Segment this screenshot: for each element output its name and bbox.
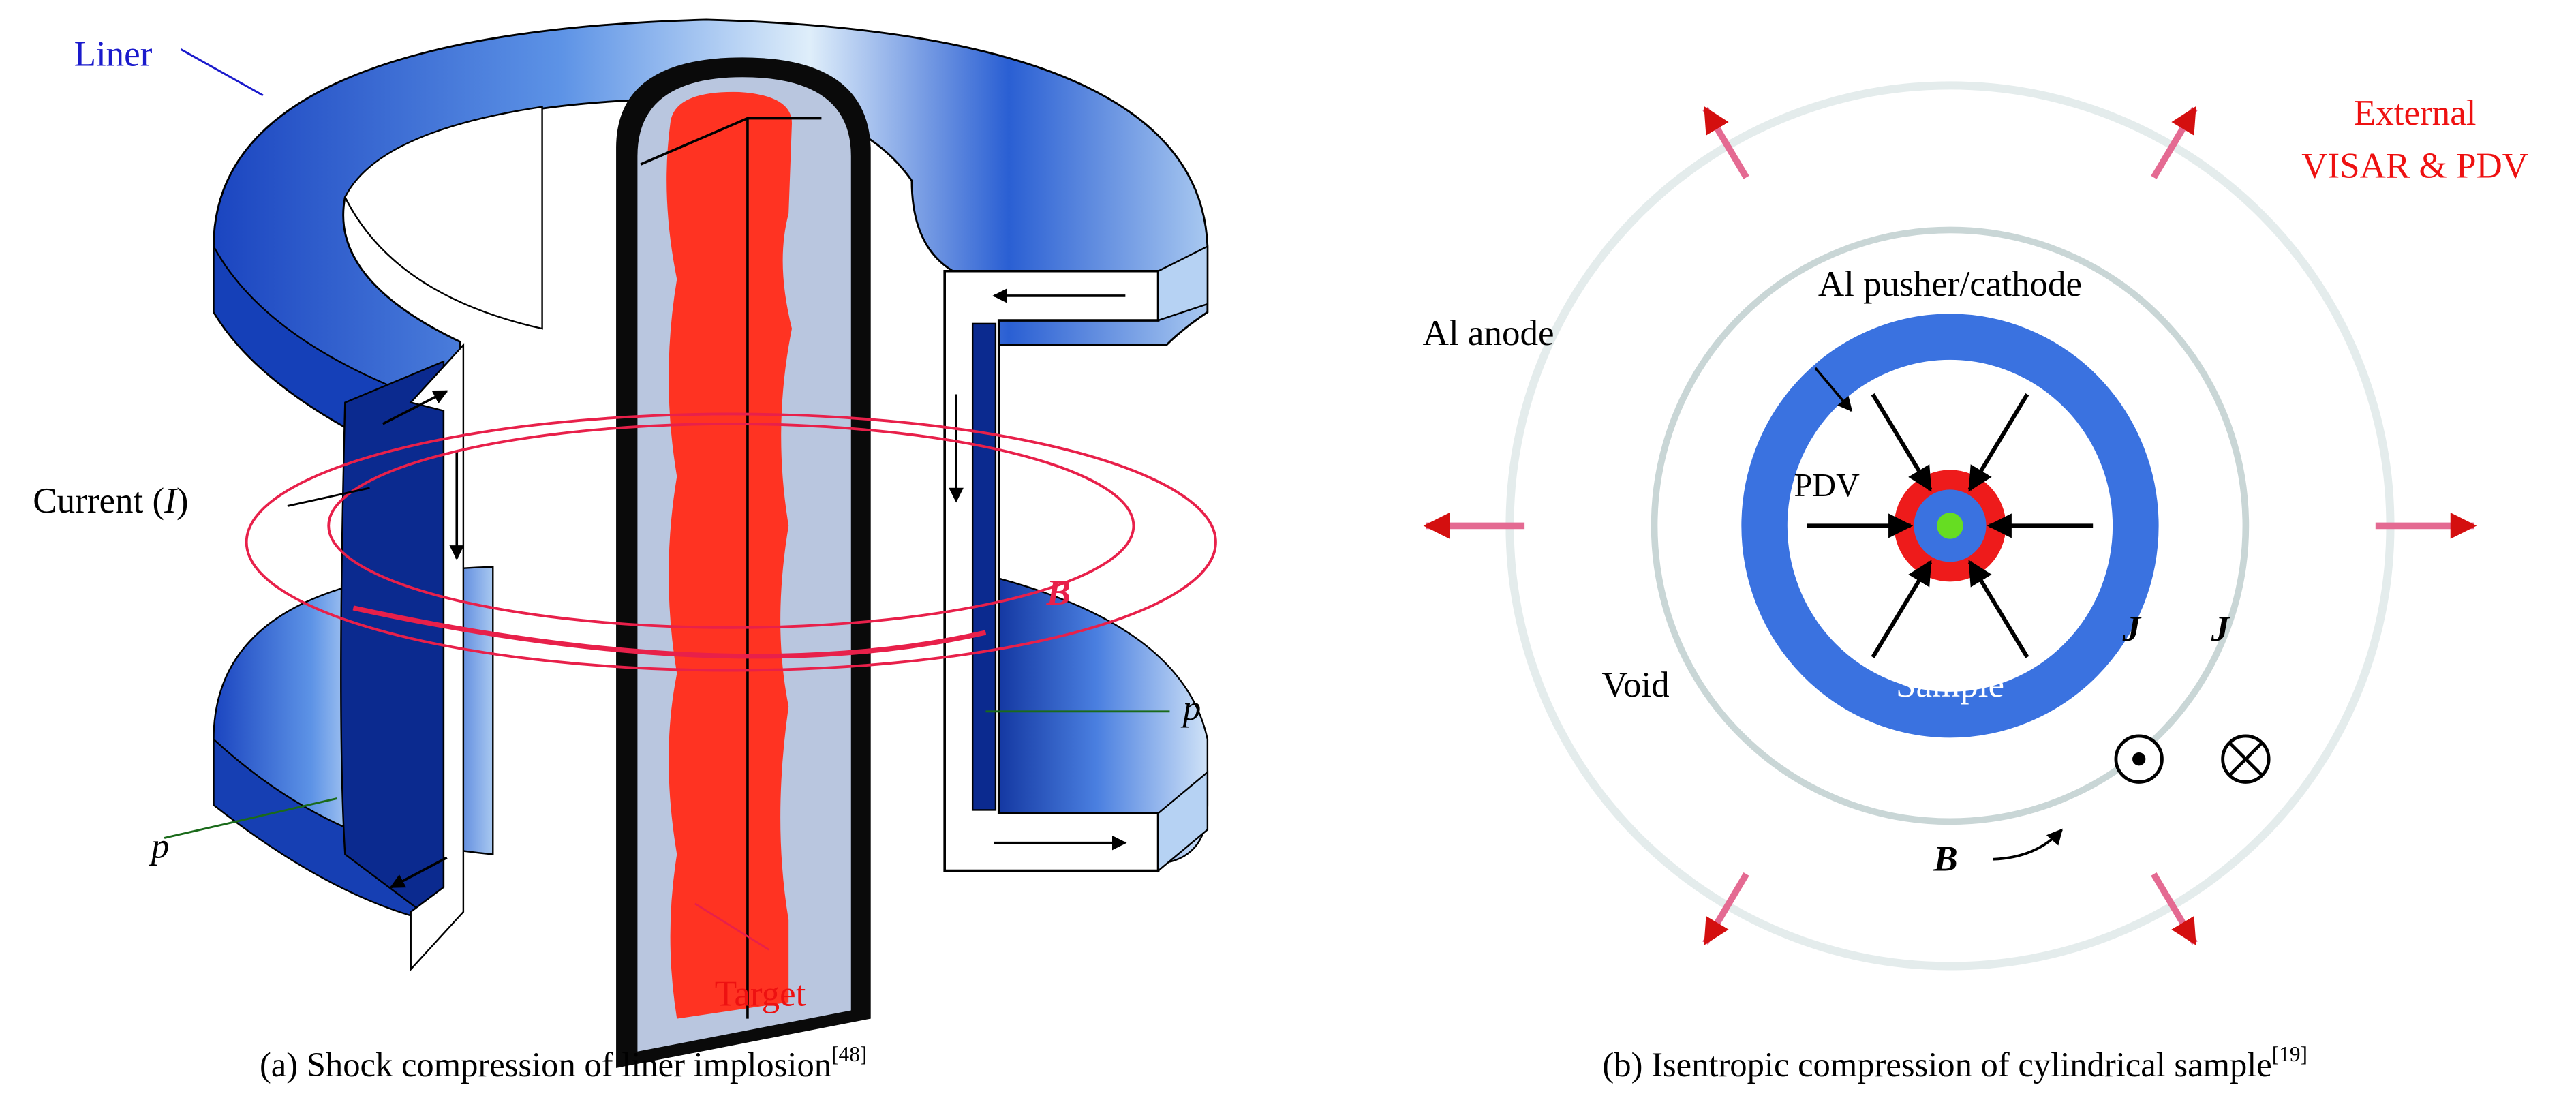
label-void: Void [1601,665,1669,705]
label-al-anode: Al anode [1423,314,1554,353]
caption-b: (b) Isentropic compression of cylindrica… [1602,1042,2307,1084]
panel-b-labels: External VISAR & PDV Al pusher/cathode A… [1423,93,2528,1084]
label-current-j-in: J [2211,609,2230,649]
external-probe-arrows [1423,106,2477,945]
sample-ring [1741,314,2159,738]
pdv-probe-arrows [1807,393,2094,658]
label-field-b: B [1933,840,1957,879]
current-out-of-page-icon [2114,734,2164,784]
label-current-j-out: J [2122,609,2142,649]
label-current: Current (I) [33,481,188,521]
core [1937,513,1963,539]
label-field-b: B [1046,573,1071,613]
label-pressure-left: p [149,826,170,866]
field-direction-arrow [1993,828,2063,861]
label-pressure-right: p [1180,688,1201,728]
panel-a-labels: Liner Current (I) B p p Target (a) Shock… [33,34,1201,1084]
center-column [616,57,871,1068]
caption-a: (a) Shock compression of liner implosion… [260,1042,867,1084]
label-sample: Sample [1896,665,2004,705]
magnetic-field-lines [245,412,1217,672]
label-al-pusher: Al pusher/cathode [1818,264,2082,304]
label-liner: Liner [74,34,153,74]
current-into-page-icon [2221,734,2271,784]
current-arrow-out-left [389,856,448,889]
target [666,91,793,1019]
liner-cut-right [943,245,1209,873]
liner-wall-left [340,360,445,930]
label-visar-pdv: VISAR & PDV [2301,146,2528,185]
leader-lines [164,48,1170,951]
label-pdv: PDV [1794,468,1860,504]
current-arrow-up-left [382,390,448,425]
panel-b-cylinder-diagram [1423,81,2477,971]
anode-pointer-arrow [1814,367,1853,412]
label-external: External [2354,93,2477,133]
al-cathode-ring [1651,226,2250,825]
label-target: Target [715,974,806,1013]
liner-cut-left [409,343,465,972]
panel-a-liner-diagram [164,18,1217,1068]
